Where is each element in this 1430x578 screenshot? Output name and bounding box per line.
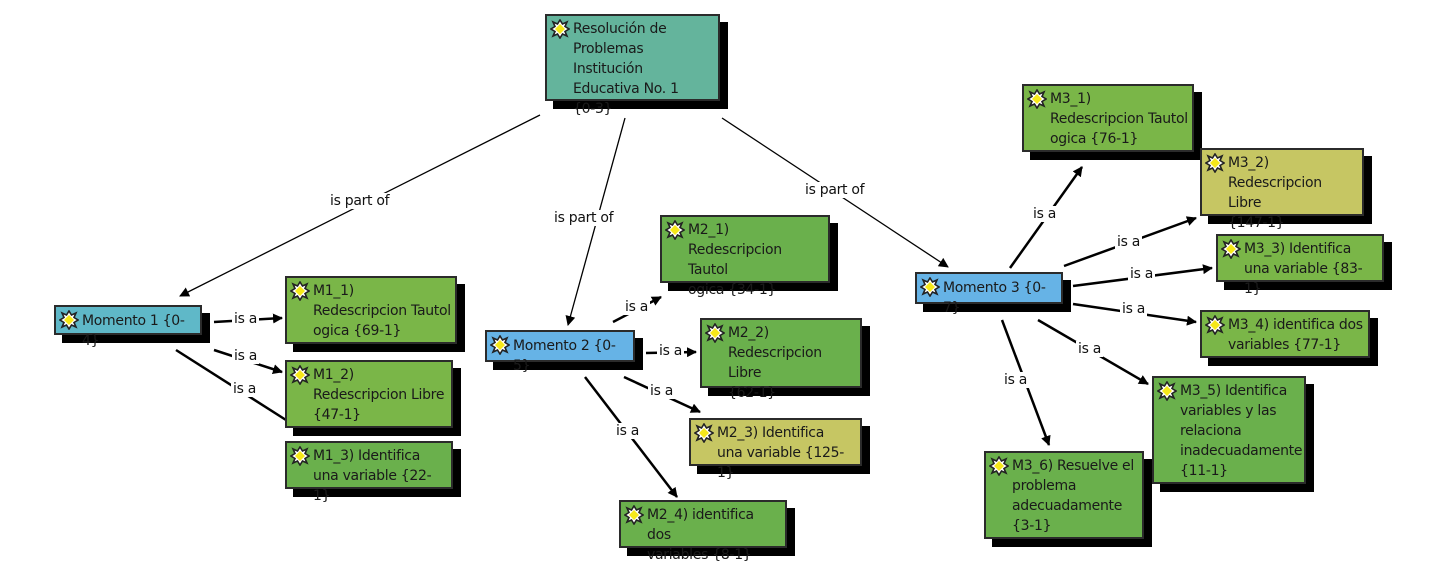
concept-star-icon	[694, 423, 714, 443]
node-text: M1_1) Redescripcion Tautol ogica {69-1}	[313, 283, 451, 339]
concept-node-m3-2[interactable]: M3_2) Redescripcion Libre {147-1}	[1200, 148, 1364, 231]
concept-node-m2-4[interactable]: M2_4) identifica dos variables {8-1}	[619, 500, 787, 563]
concept-star-icon	[989, 456, 1009, 476]
concept-star-icon	[1205, 315, 1225, 335]
edge-label: is a	[1002, 372, 1030, 388]
concept-star-icon	[550, 19, 570, 39]
edge-label: is a	[648, 383, 676, 399]
node-text: Momento 3 {0-7}	[943, 280, 1046, 316]
node-text: M3_1) Redescripcion Tautol ogica {76-1}	[1050, 91, 1188, 147]
edge-label: is a	[1128, 266, 1156, 282]
concept-star-icon	[1157, 381, 1177, 401]
edge-label: is a	[232, 311, 260, 327]
concept-node-m3-6[interactable]: M3_6) Resuelve el problema adecuadamente…	[984, 451, 1144, 539]
concept-star-icon	[290, 281, 310, 301]
node-text: M3_5) Identifica variables y las relacio…	[1180, 383, 1303, 479]
node-text: M3_6) Resuelve el problema adecuadamente…	[1012, 458, 1134, 534]
node-text: M3_2) Redescripcion Libre {147-1}	[1228, 155, 1322, 231]
edge-label: is a	[657, 343, 685, 359]
concept-node-momento-1[interactable]: Momento 1 {0-4}	[54, 305, 202, 349]
node-text: M3_4) identifica dos variables {77-1}	[1228, 317, 1363, 353]
concept-node-m1-1[interactable]: M1_1) Redescripcion Tautol ogica {69-1}	[285, 276, 457, 344]
concept-star-icon	[624, 505, 644, 525]
node-text: M2_4) identifica dos variables {8-1}	[647, 507, 754, 563]
node-text: Resolución de Problemas Institución Educ…	[573, 21, 679, 117]
edge-label: is a	[1031, 206, 1059, 222]
concept-node-m2-2[interactable]: M2_2) Redescripcion Libre {62-1}	[700, 318, 862, 401]
edge-label: is part of	[552, 210, 616, 226]
concept-node-m1-2[interactable]: M1_2) Redescripcion Libre {47-1}	[285, 360, 453, 428]
concept-star-icon	[665, 220, 685, 240]
concept-node-momento-2[interactable]: Momento 2 {0-5}	[485, 330, 635, 374]
node-text: M2_3) Identifica una variable {125-1}	[717, 425, 844, 481]
concept-node-m1-3[interactable]: M1_3) Identifica una variable {22-1}	[285, 441, 453, 504]
node-text: Momento 1 {0-4}	[82, 313, 185, 349]
concept-star-icon	[1027, 89, 1047, 109]
concept-star-icon	[290, 365, 310, 385]
concept-star-icon	[490, 335, 510, 355]
concept-node-m2-3[interactable]: M2_3) Identifica una variable {125-1}	[689, 418, 862, 481]
edge-label: is part of	[803, 182, 867, 198]
concept-node-root[interactable]: Resolución de Problemas Institución Educ…	[545, 14, 720, 117]
node-text: M1_2) Redescripcion Libre {47-1}	[313, 367, 445, 423]
concept-node-m3-5[interactable]: M3_5) Identifica variables y las relacio…	[1152, 376, 1306, 484]
edge-label: is a	[231, 381, 259, 397]
node-text: M3_3) Identifica una variable {83-1}	[1244, 241, 1363, 297]
node-text: M2_1) Redescripcion Tautol ogica {34-1}	[688, 222, 782, 298]
concept-star-icon	[290, 446, 310, 466]
concept-node-m3-3[interactable]: M3_3) Identifica una variable {83-1}	[1216, 234, 1384, 297]
concept-node-m3-1[interactable]: M3_1) Redescripcion Tautol ogica {76-1}	[1022, 84, 1194, 152]
concept-star-icon	[705, 323, 725, 343]
edge-label: is a	[614, 423, 642, 439]
concept-star-icon	[1205, 153, 1225, 173]
edge-label: is a	[1076, 341, 1104, 357]
concept-node-m2-1[interactable]: M2_1) Redescripcion Tautol ogica {34-1}	[660, 215, 830, 298]
node-text: M2_2) Redescripcion Libre {62-1}	[728, 325, 822, 401]
edge-label: is part of	[328, 193, 392, 209]
concept-star-icon	[59, 310, 79, 330]
concept-star-icon	[920, 277, 940, 297]
node-text: Momento 2 {0-5}	[513, 338, 616, 374]
concept-star-icon	[1221, 239, 1241, 259]
node-text: M1_3) Identifica una variable {22-1}	[313, 448, 432, 504]
edge-label: is a	[623, 299, 651, 315]
edge-label: is a	[1115, 234, 1143, 250]
edge-label: is a	[1120, 301, 1148, 317]
edge-label: is a	[232, 348, 260, 364]
concept-node-m3-4[interactable]: M3_4) identifica dos variables {77-1}	[1200, 310, 1370, 358]
concept-node-momento-3[interactable]: Momento 3 {0-7}	[915, 272, 1063, 316]
